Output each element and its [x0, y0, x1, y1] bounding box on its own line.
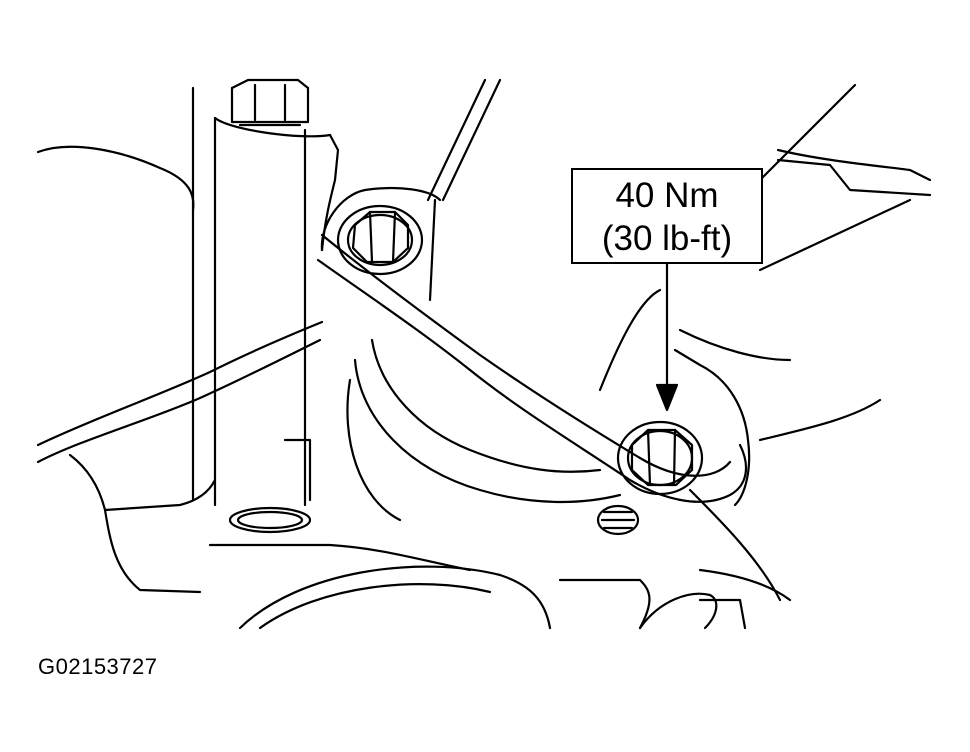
lower-housing: [208, 438, 747, 630]
right-chassis-structure: [426, 78, 932, 602]
left-housing-outline: [36, 145, 324, 594]
torque-imperial: (30 lb-ft): [601, 219, 733, 258]
mount-bracket-arm: [316, 186, 748, 522]
upper-bolt: [336, 204, 424, 276]
torque-callout-box: 40 Nm (30 lb-ft): [571, 168, 763, 264]
lower-bolt: [616, 420, 704, 496]
vertical-bracket: [191, 78, 340, 507]
threaded-stud: [596, 504, 640, 536]
figure-id: G02153727: [38, 654, 158, 679]
torque-metric: 40 Nm: [615, 176, 719, 215]
torque-leader-arrow: [655, 262, 679, 412]
